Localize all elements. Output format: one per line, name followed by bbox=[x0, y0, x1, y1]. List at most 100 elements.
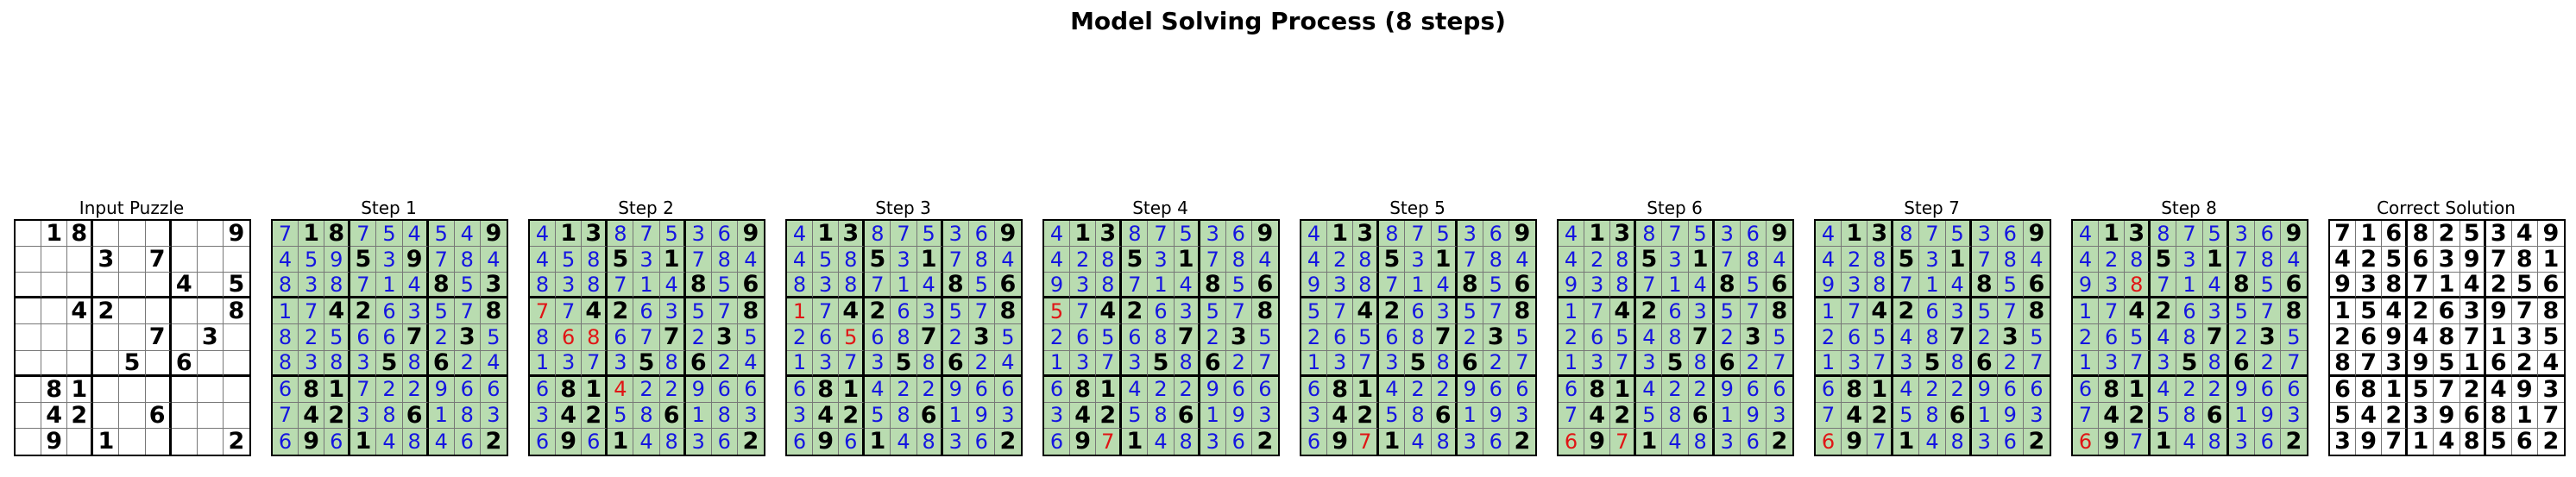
sudoku-cell: 2 bbox=[839, 402, 866, 429]
sudoku-cell: 9 bbox=[2382, 324, 2409, 351]
sudoku-cell: 8 bbox=[480, 298, 507, 325]
sudoku-cell: 6 bbox=[2099, 324, 2126, 351]
sudoku-cell: 8 bbox=[2176, 402, 2203, 429]
sudoku-cell: 3 bbox=[1327, 273, 1354, 299]
sudoku-cell: 7 bbox=[2176, 221, 2203, 248]
sudoku-cell: 3 bbox=[1070, 273, 1097, 299]
sudoku-cell: 8 bbox=[2382, 273, 2409, 299]
sudoku-cell: 1 bbox=[299, 221, 325, 248]
sudoku-cell: 8 bbox=[1508, 298, 1535, 325]
sudoku-cell: 4 bbox=[1379, 376, 1406, 403]
sudoku-cell: 8 bbox=[2537, 298, 2564, 325]
sudoku-cell: 7 bbox=[1405, 221, 1432, 248]
sudoku-cell: 3 bbox=[2202, 298, 2229, 325]
sudoku-cell: 9 bbox=[1766, 221, 1792, 248]
sudoku-cell: 2 bbox=[1122, 298, 1149, 325]
sudoku-cell: 3 bbox=[685, 221, 712, 248]
sudoku-cell: 2 bbox=[1251, 428, 1278, 455]
sudoku-cell: 2 bbox=[1353, 402, 1380, 429]
sudoku-cell: 2 bbox=[1842, 247, 1868, 273]
sudoku-cell: 8 bbox=[530, 324, 557, 351]
sudoku-cell: 8 bbox=[2330, 351, 2357, 377]
sudoku-cell: 7 bbox=[1662, 221, 1689, 248]
sudoku-cell: 2 bbox=[2434, 221, 2460, 248]
panel-title: Step 2 bbox=[618, 198, 674, 218]
sudoku-cell: 7 bbox=[2459, 324, 2486, 351]
sudoku-cell: 6 bbox=[1714, 351, 1741, 377]
sudoku-cell: 6 bbox=[530, 428, 557, 455]
sudoku-cell: 2 bbox=[1508, 428, 1535, 455]
sudoku-cell: 9 bbox=[1483, 402, 1509, 429]
sudoku-cell: 4 bbox=[2356, 402, 2383, 429]
sudoku-cell: 6 bbox=[968, 376, 995, 403]
sudoku-cell: 4 bbox=[916, 273, 943, 299]
sudoku-cell: 2 bbox=[1405, 376, 1432, 403]
sudoku-cell: 8 bbox=[916, 350, 943, 377]
sudoku-cell: 5 bbox=[685, 298, 712, 325]
sudoku-cell: 5 bbox=[376, 351, 403, 377]
sudoku-cell: 9 bbox=[1457, 376, 1483, 403]
sudoku-cell: 4 bbox=[1945, 273, 1972, 299]
sudoku-cell: 6 bbox=[2254, 221, 2281, 248]
sudoku-cell: 6 bbox=[145, 402, 172, 429]
sudoku-cell bbox=[41, 350, 68, 377]
sudoku-cell: 4 bbox=[2485, 376, 2512, 403]
sudoku-cell: 2 bbox=[2511, 351, 2538, 377]
sudoku-cell: 4 bbox=[454, 221, 481, 248]
sudoku-cell: 2 bbox=[1997, 350, 2024, 377]
sudoku-cell: 4 bbox=[1816, 221, 1842, 248]
sudoku-cell: 5 bbox=[633, 351, 660, 377]
sudoku-cell bbox=[119, 298, 146, 325]
sudoku-cell bbox=[197, 221, 224, 248]
sudoku-cell: 1 bbox=[1559, 298, 1585, 325]
sudoku-cell: 6 bbox=[530, 376, 557, 403]
sudoku-cell: 3 bbox=[1457, 428, 1483, 455]
sudoku-cell: 6 bbox=[968, 428, 995, 455]
sudoku-cell: 7 bbox=[865, 273, 891, 299]
sudoku-cell bbox=[119, 324, 146, 351]
sudoku-cell: 6 bbox=[1251, 376, 1278, 403]
sudoku-cell: 3 bbox=[1405, 247, 1432, 273]
sudoku-cell: 1 bbox=[1200, 402, 1226, 429]
sudoku-cell: 1 bbox=[1405, 273, 1432, 299]
sudoku-cell: 8 bbox=[41, 376, 68, 403]
sudoku-cell: 2 bbox=[1327, 247, 1354, 273]
sudoku-cell: 1 bbox=[376, 273, 403, 299]
sudoku-cell: 8 bbox=[2280, 298, 2307, 325]
sudoku-cell: 6 bbox=[454, 376, 481, 403]
sudoku-cell: 2 bbox=[2382, 402, 2409, 429]
sudoku-cell: 4 bbox=[1096, 298, 1123, 325]
sudoku-cell: 9 bbox=[2330, 273, 2357, 299]
sudoku-cell: 1 bbox=[633, 273, 660, 299]
sudoku-cell: 6 bbox=[1148, 298, 1175, 325]
sudoku-cell: 7 bbox=[2537, 403, 2564, 429]
sudoku-cell: 7 bbox=[350, 273, 377, 299]
sudoku-cell: 5 bbox=[1893, 247, 1920, 273]
sudoku-cell: 7 bbox=[1766, 350, 1792, 377]
sudoku-cell: 8 bbox=[685, 273, 712, 299]
sudoku-cell: 2 bbox=[2356, 247, 2383, 273]
sudoku-cell: 4 bbox=[2099, 402, 2126, 429]
sudoku-cell: 6 bbox=[1122, 324, 1149, 351]
sudoku-cell: 3 bbox=[1766, 402, 1792, 429]
sudoku-cell: 5 bbox=[659, 221, 686, 248]
sudoku-cell: 9 bbox=[556, 428, 583, 455]
sudoku-cell: 9 bbox=[1070, 428, 1097, 455]
sudoku-cell: 4 bbox=[787, 247, 814, 273]
sudoku-cell: 7 bbox=[1584, 298, 1611, 325]
sudoku-cell: 3 bbox=[1457, 221, 1483, 248]
sudoku-cell: 3 bbox=[1610, 221, 1637, 248]
sudoku-cell: 2 bbox=[1096, 402, 1123, 429]
sudoku-cell: 8 bbox=[1662, 402, 1689, 429]
sudoku-cell: 3 bbox=[711, 324, 738, 351]
sudoku-cell bbox=[223, 247, 249, 273]
sudoku-cell: 8 bbox=[1766, 298, 1792, 325]
sudoku-cell: 7 bbox=[1200, 247, 1226, 273]
sudoku-cell: 4 bbox=[2434, 428, 2460, 455]
sudoku-cell: 5 bbox=[1379, 402, 1406, 429]
